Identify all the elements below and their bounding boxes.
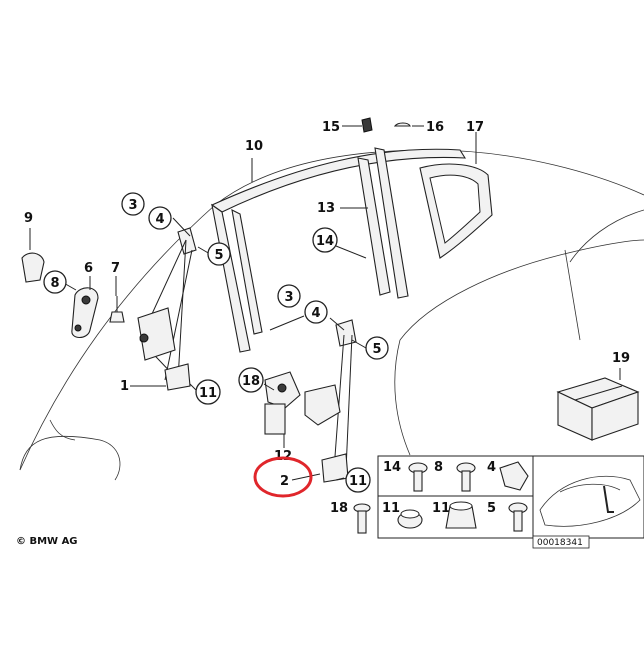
label-16: 16 <box>426 120 444 135</box>
callout-5a: 5 <box>207 242 231 266</box>
label-6: 6 <box>84 261 93 276</box>
front-window-regulator <box>137 227 197 391</box>
table-label-11b: 11 <box>432 501 450 516</box>
label-10: 10 <box>245 139 263 154</box>
table-label-5: 5 <box>487 501 496 516</box>
svg-text:11: 11 <box>349 474 367 489</box>
grommet-icon <box>21 252 45 283</box>
svg-text:4: 4 <box>155 212 164 227</box>
table-label-11: 11 <box>382 501 400 516</box>
rear-window-regulator <box>304 319 357 483</box>
callout-11a: 11 <box>195 379 221 405</box>
bolt-icon <box>353 503 371 534</box>
svg-text:3: 3 <box>284 290 293 305</box>
label-15: 15 <box>322 120 340 135</box>
parts-table: 14 8 4 18 11 11 5 <box>330 455 644 549</box>
callout-4b: 4 <box>304 300 328 324</box>
top-small-parts <box>361 117 411 133</box>
car-thumbnail-icon <box>539 475 641 527</box>
box-icon <box>556 377 640 441</box>
center-pillar-channel <box>357 147 409 299</box>
copyright-text: © BMW AG <box>16 536 78 547</box>
svg-text:3: 3 <box>128 198 137 213</box>
table-label-14: 14 <box>383 460 401 475</box>
svg-text:11: 11 <box>199 386 217 401</box>
table-label-8: 8 <box>434 460 443 475</box>
svg-text:4: 4 <box>311 306 320 321</box>
highlighted-callout-2: 2 <box>253 456 313 498</box>
label-13: 13 <box>317 201 335 216</box>
nut-icon <box>445 501 477 529</box>
diagram-code: 00018341 <box>537 538 583 548</box>
svg-text:5: 5 <box>372 342 381 357</box>
label-12: 12 <box>274 449 292 464</box>
loose-parts-left <box>21 252 125 339</box>
bolt-icon <box>408 462 428 492</box>
window-channel-seal <box>210 148 467 353</box>
bolt-icon <box>456 462 476 492</box>
callout-14-main: 14 <box>312 227 338 253</box>
label-1: 1 <box>120 379 129 394</box>
nut-icon <box>397 509 423 529</box>
svg-text:2: 2 <box>280 474 289 489</box>
callout-5b: 5 <box>365 336 389 360</box>
clip-icon <box>499 461 529 491</box>
table-label-18: 18 <box>330 501 348 516</box>
window-motor <box>264 371 301 435</box>
callout-4a: 4 <box>148 206 172 230</box>
callout-8: 8 <box>43 270 67 294</box>
table-label-4: 4 <box>487 460 496 475</box>
label-19: 19 <box>612 351 630 366</box>
label-9: 9 <box>24 211 33 226</box>
svg-text:8: 8 <box>50 276 59 291</box>
svg-text:18: 18 <box>242 374 260 389</box>
callout-3b: 3 <box>277 284 301 308</box>
svg-text:14: 14 <box>316 234 334 249</box>
car-body-outline <box>19 149 644 481</box>
svg-text:5: 5 <box>214 248 223 263</box>
leader-lines <box>29 125 621 481</box>
quarter-window <box>419 163 493 259</box>
callout-18-main: 18 <box>238 367 264 393</box>
callout-11b: 11 <box>345 467 371 493</box>
label-17: 17 <box>466 120 484 135</box>
bolt-icon <box>508 502 528 532</box>
callout-3a: 3 <box>121 192 145 216</box>
label-7: 7 <box>111 261 120 276</box>
